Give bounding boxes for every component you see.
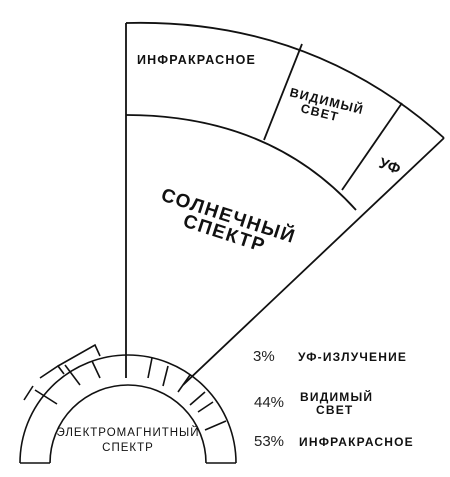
em-spectrum-label-line2: СПЕКТР [102,442,154,454]
em-spectrum-label-line1: ЭЛЕКТРОМАГНИТНЫЙ [56,426,199,439]
legend-uv-label: УФ-ИЗЛУЧЕНИЕ [298,350,407,364]
fan-right-edge [182,137,445,386]
divider-visible-uv [341,102,403,191]
legend-uv-percent: 3% [253,348,275,365]
legend-visible-label-line2: СВЕТ [316,403,353,417]
em-arch-inner [49,384,207,464]
uv-band-label: УФ [377,155,403,178]
legend-visible-percent: 44% [254,394,284,411]
legend-visible-label-line1: ВИДИМЫЙ [300,389,373,404]
em-arch-outer [19,354,237,464]
divider-ir-visible [263,43,303,141]
solar-fan [125,21,445,386]
fan-outer-arc [125,21,445,139]
em-spectrum-arch [19,343,237,464]
legend-infrared-percent: 53% [254,433,284,450]
legend: 3% УФ-ИЗЛУЧЕНИЕ 44% ВИДИМЫЙ СВЕТ 53% ИНФ… [253,348,414,450]
fan-inner-arc [125,114,357,211]
infrared-band-label: ИНФРАКРАСНОЕ [137,53,256,67]
legend-infrared-label: ИНФРАКРАСНОЕ [299,435,414,449]
